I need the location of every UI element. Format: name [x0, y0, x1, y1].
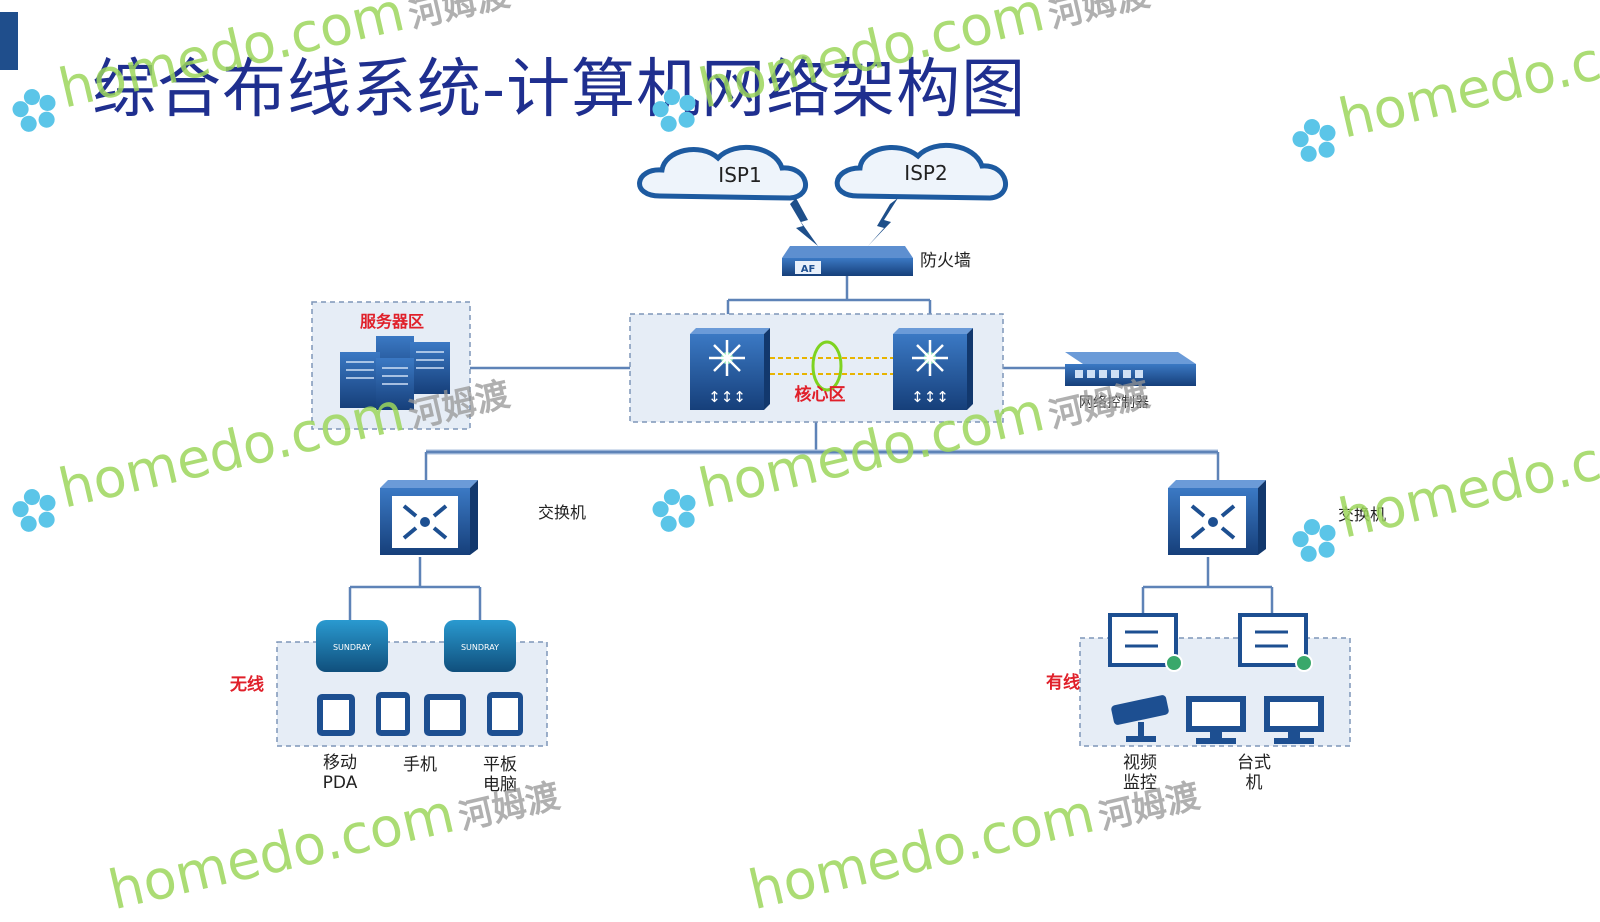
- desktop-icon-2: [1264, 696, 1324, 744]
- core-link-aggregation: [770, 340, 893, 392]
- isp1-cloud: ISP1: [637, 144, 808, 201]
- server-zone-label: 服务器区: [360, 312, 424, 331]
- access-point-left: SUNDRAY: [316, 620, 388, 672]
- wireless-device-2-line1: 手机: [403, 755, 437, 775]
- firewall-label: 防火墙: [920, 251, 971, 271]
- server-zone: 服务器区: [311, 301, 471, 430]
- page-title: 综合布线系统-计算机网络架构图: [92, 53, 1027, 127]
- wireless-device-3-line2: 电脑: [483, 775, 517, 795]
- desktop-icon-1: [1186, 696, 1246, 744]
- core-zone-label: 核心区: [795, 384, 846, 405]
- wired-device-2-line2: 机: [1246, 773, 1263, 793]
- switch-right-label: 交换机: [1338, 505, 1386, 524]
- switch-left: 交换机: [380, 480, 586, 555]
- title-accent-bar: [0, 12, 18, 70]
- access-switch-left: [1108, 613, 1183, 672]
- isp1-label: ISP1: [718, 163, 761, 187]
- server-icon: [340, 336, 450, 410]
- camera-icon: [1111, 695, 1169, 742]
- svg-text:SUNDRAY: SUNDRAY: [461, 643, 499, 652]
- svg-text:↕↕↕: ↕↕↕: [911, 388, 949, 406]
- core-switch-right: ↕↕↕: [893, 328, 973, 410]
- core-zone: ↕↕↕ ↕↕↕ 核心区: [629, 313, 1004, 423]
- wired-label: 有线: [1046, 672, 1080, 693]
- network-controller-label: 网络控制器: [1079, 395, 1149, 411]
- core-switch-left: ↕↕↕: [690, 328, 770, 410]
- network-controller: 网络控制器: [1065, 352, 1196, 411]
- wired-device-2-line1: 台式: [1237, 753, 1271, 773]
- switch-right: 交换机: [1168, 480, 1386, 555]
- network-diagram: ISP1 ISP2 AF 防火墙 服务器区: [229, 142, 1386, 795]
- wired-zone: 有线 视频: [1046, 613, 1351, 793]
- mobile-pda-icon: [317, 694, 355, 736]
- access-switch-right: [1238, 613, 1313, 672]
- wireless-device-1-line2: PDA: [323, 773, 358, 793]
- isp2-label: ISP2: [904, 161, 947, 185]
- isp2-cloud: ISP2: [834, 142, 1008, 201]
- wireless-label: 无线: [229, 674, 264, 695]
- lightning-icon: [790, 198, 898, 246]
- wireless-device-3-line1: 平板: [483, 755, 517, 775]
- firewall-device: AF 防火墙: [782, 246, 971, 276]
- phone-icon: [376, 692, 410, 736]
- tablet-icon: [424, 694, 466, 736]
- wireless-device-1-line1: 移动: [323, 753, 357, 773]
- access-point-right: SUNDRAY: [444, 620, 516, 672]
- svg-text:SUNDRAY: SUNDRAY: [333, 643, 371, 652]
- svg-text:AF: AF: [801, 264, 816, 275]
- wired-device-1-line1: 视频: [1123, 753, 1157, 773]
- switch-left-label: 交换机: [538, 503, 586, 522]
- svg-text:↕↕↕: ↕↕↕: [708, 388, 746, 406]
- wired-device-1-line2: 监控: [1123, 773, 1157, 793]
- tablet-icon-2: [487, 692, 523, 736]
- connection-lines: [348, 272, 1274, 620]
- wireless-zone: 无线 SUNDRAY SUNDRAY 移动 PDA 手机: [229, 620, 548, 795]
